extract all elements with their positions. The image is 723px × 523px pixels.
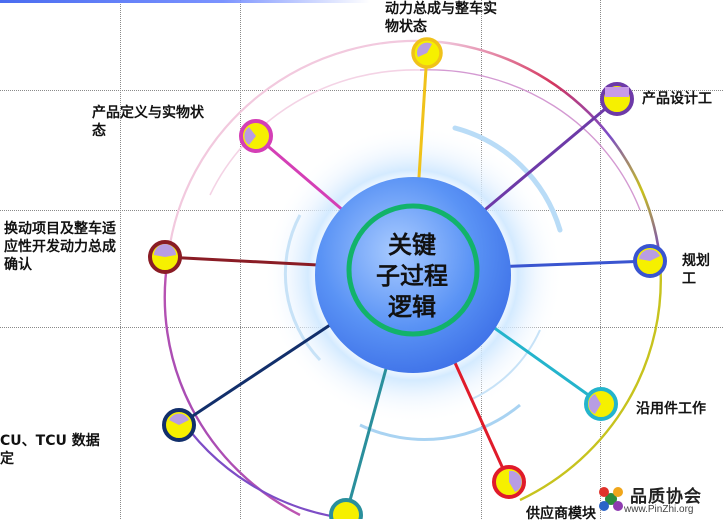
node-swap-project	[148, 240, 182, 274]
center-title: 关键 子过程 逻辑	[376, 231, 448, 321]
node-label-carryover-parts: 沿用件工作	[636, 401, 706, 417]
node-label-planning: 规划工	[682, 253, 710, 287]
node-label-ecu-tcu: CU、TCU 数据 定	[0, 433, 100, 467]
decor-arc	[469, 329, 541, 401]
node-label-product-definition: 产品定义与实物状 态	[92, 105, 204, 139]
node-planning	[633, 244, 667, 278]
node-bottom	[329, 498, 363, 519]
grid-line	[120, 0, 121, 519]
node-ecu-tcu	[162, 408, 196, 442]
decor-arc	[283, 214, 322, 362]
logo-url: www.PinZhi.org	[624, 504, 694, 515]
node-powertrain-state	[411, 37, 443, 69]
decor-arc	[452, 125, 563, 233]
slide-top-accent-bar	[0, 0, 370, 3]
node-supplier	[492, 465, 526, 499]
logo-name: 品质协会	[630, 487, 702, 507]
watermark-logo: 品质协会 www.PinZhi.org	[594, 480, 719, 518]
inner-ring	[209, 69, 641, 211]
node-label-supplier: 供应商模块	[526, 506, 596, 522]
center-ring	[346, 203, 480, 337]
node-circles	[148, 37, 667, 519]
decor-arc	[359, 403, 521, 441]
node-label-powertrain-state: 动力总成与整车实 物状态	[385, 1, 497, 35]
node-label-swap-project: 换动项目及整车适 应性开发动力总成 确认	[4, 221, 116, 273]
grid-line	[0, 90, 723, 91]
node-carryover-parts	[584, 387, 618, 421]
logo-icon	[599, 487, 623, 511]
node-label-product-design: 产品设计工	[642, 91, 712, 107]
node-product-definition	[239, 119, 273, 153]
grid-line	[600, 0, 601, 519]
node-product-design	[600, 82, 634, 116]
outer-ring	[163, 39, 662, 519]
